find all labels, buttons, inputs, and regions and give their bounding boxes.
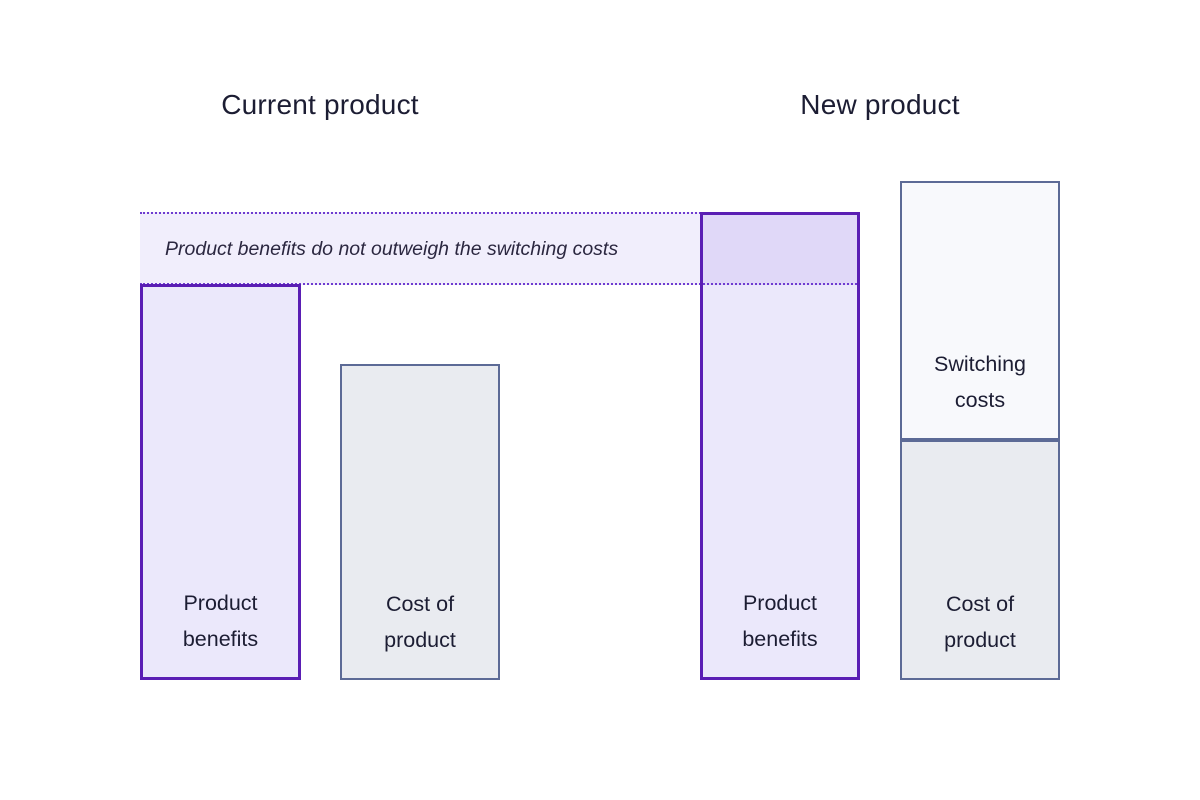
bar-label-line: Switching [933,352,1026,376]
band-annotation: Product benefits do not outweigh the swi… [165,237,619,260]
new-benefits-label: Product benefits [742,585,817,677]
bar-label-line: product [944,628,1016,652]
bar-label-line: benefits [742,627,818,651]
bar-label-line: product [384,628,456,652]
new-product-title: New product [800,89,960,120]
current-product-benefits-bar: Product benefits [140,284,301,680]
switching-costs-bar: Switching costs [900,181,1060,440]
bar-label-line: Cost of [385,592,455,616]
switching-costs-label: Switching costs [934,346,1026,438]
current-cost-label: Cost of product [384,586,456,678]
bar-label-line: costs [954,388,1006,412]
current-product-title: Current product [221,89,419,120]
new-product-benefits-bar: Product benefits [700,212,860,680]
bar-label-line: Product [183,591,258,615]
new-product-cost-bar: Cost of product [900,440,1060,680]
new-cost-label: Cost of product [944,586,1016,678]
current-benefits-label: Product benefits [183,585,258,677]
bar-label-line: Product [742,591,818,615]
benefits-overlap-segment [703,215,857,285]
switching-costs-band: Product benefits do not outweigh the swi… [140,212,701,285]
current-product-cost-bar: Cost of product [340,364,500,680]
bar-label-line: benefits [182,627,259,651]
bar-label-line: Cost of [945,592,1015,616]
